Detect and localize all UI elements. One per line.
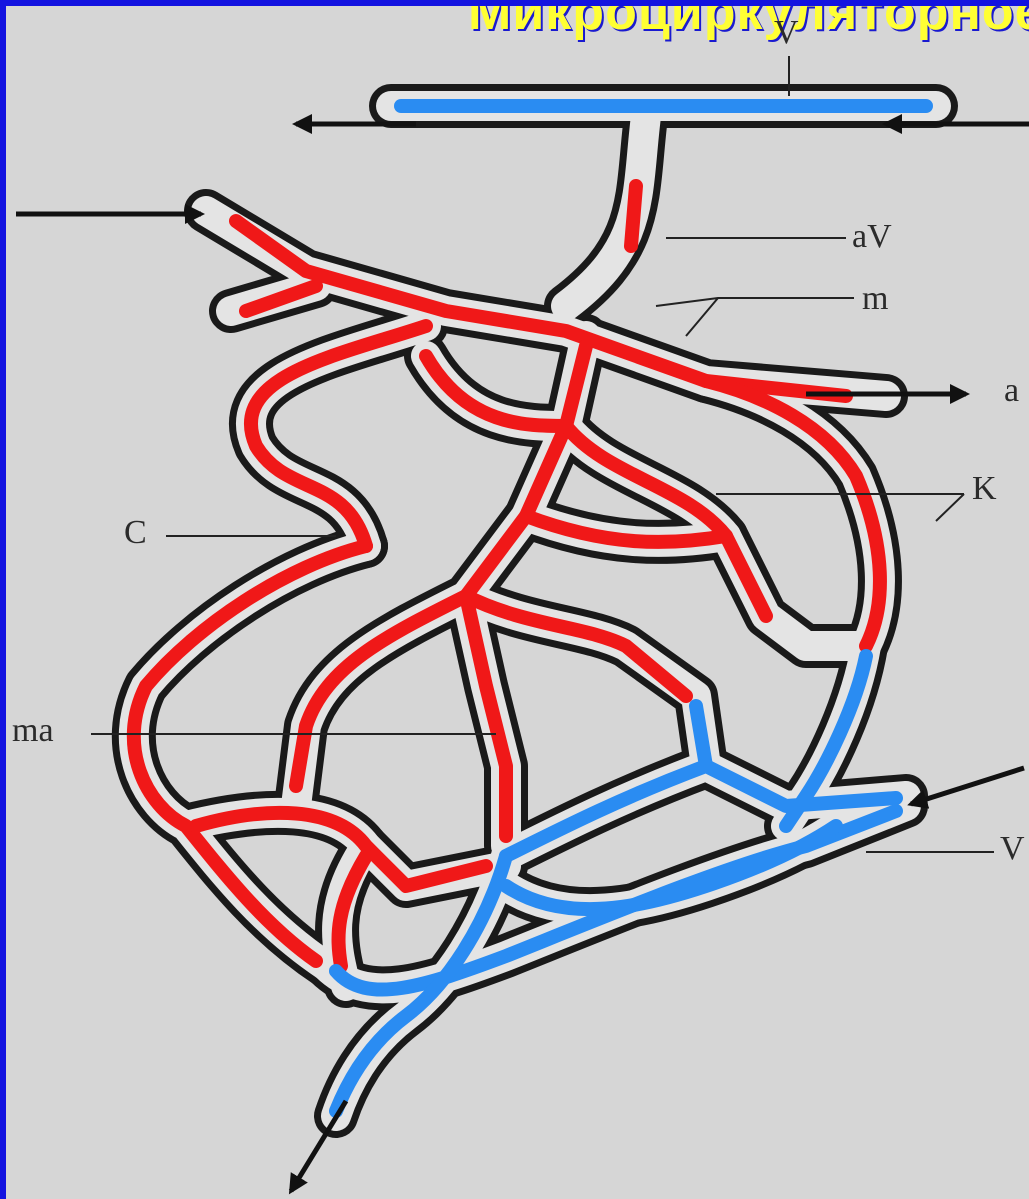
label-av: aV xyxy=(852,220,892,254)
flow-arrow-venule-side-in xyxy=(911,768,1024,804)
label-a: a xyxy=(1004,374,1019,408)
label-ma: ma xyxy=(12,714,54,748)
label-m: m xyxy=(862,282,888,316)
label-c: C xyxy=(124,516,147,550)
label-v-top: V xyxy=(774,16,799,50)
microcirculation-diagram xyxy=(6,6,1029,1199)
slide-frame: Микроциркуляторное xyxy=(6,6,1029,1199)
label-k: K xyxy=(972,472,997,506)
label-v-bottom: V xyxy=(1000,832,1025,866)
